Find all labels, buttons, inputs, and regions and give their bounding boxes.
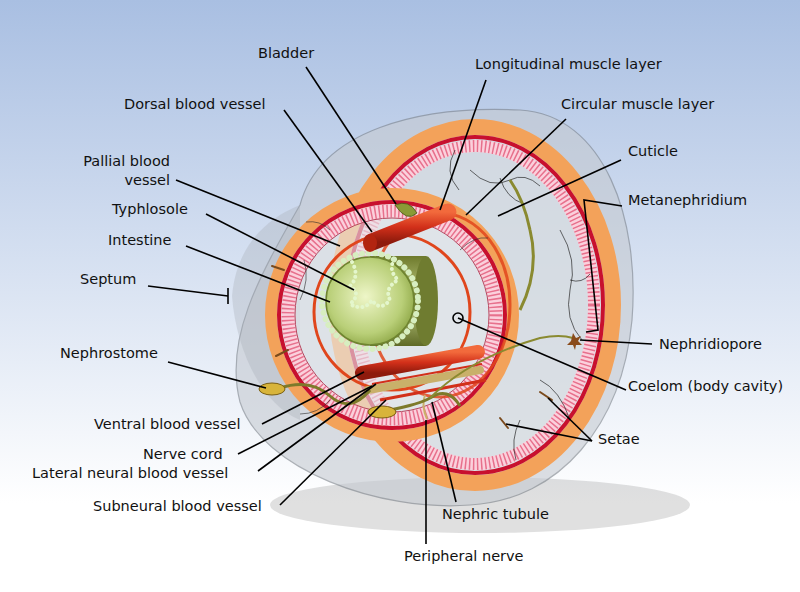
nephridia — [259, 180, 582, 418]
ventral-structures — [362, 352, 486, 419]
part-label: Nerve cord — [143, 445, 223, 464]
part-label: Nephrostome — [60, 344, 158, 363]
coelom-marker — [453, 313, 463, 323]
part-label: Ventral blood vessel — [94, 415, 240, 434]
part-label: Septum — [80, 270, 136, 289]
part-label: Bladder — [258, 44, 314, 63]
part-label: Pallial blood vessel — [74, 152, 170, 190]
part-label: Cuticle — [628, 142, 678, 161]
part-label: Dorsal blood vessel — [124, 95, 265, 114]
part-label: Nephridiopore — [659, 335, 762, 354]
part-label: Circular muscle layer — [561, 95, 714, 114]
part-label: Intestine — [108, 231, 171, 250]
capillaries — [300, 222, 488, 414]
part-label: Subneural blood vessel — [93, 497, 262, 516]
pallial-vessels — [314, 213, 510, 397]
part-label: Lateral neural blood vessel — [32, 464, 228, 483]
part-label: Longitudinal muscle layer — [475, 55, 662, 74]
body-segment — [236, 109, 633, 505]
part-label: Metanephridium — [628, 191, 747, 210]
part-label: Setae — [598, 430, 640, 449]
part-label: Peripheral nerve — [404, 547, 524, 566]
setae — [272, 266, 552, 428]
part-label: Nephric tubule — [442, 505, 549, 524]
dorsal-vessel — [363, 203, 448, 252]
part-label: Typhlosole — [112, 200, 188, 219]
intestine — [322, 253, 438, 349]
part-label: Coelom (body cavity) — [628, 377, 783, 396]
